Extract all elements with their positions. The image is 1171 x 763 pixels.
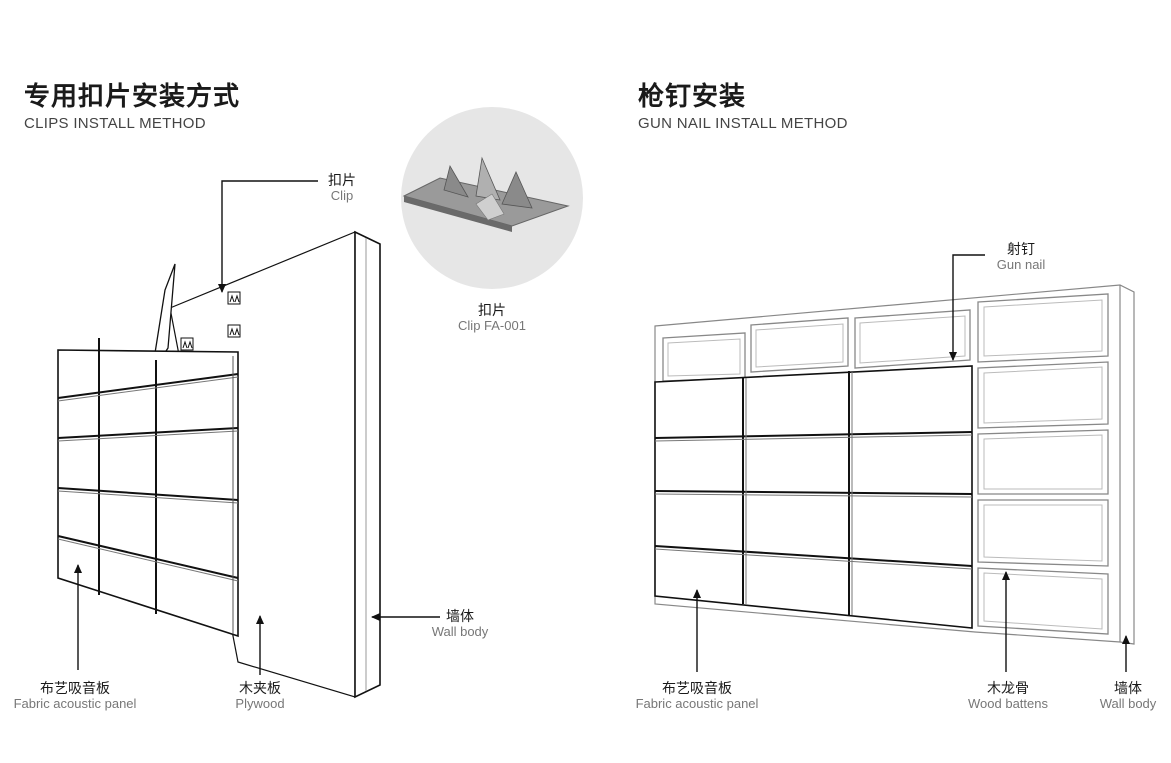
left-wall-label-en: Wall body xyxy=(431,624,489,640)
batten-inner-lines xyxy=(667,299,1103,630)
left-wall-label-zh: 墙体 xyxy=(446,609,474,625)
clip-label: 扣片 Clip xyxy=(318,173,366,204)
clip-product-label: 扣片 Clip FA-001 xyxy=(436,303,548,334)
right-wall-label-zh: 墙体 xyxy=(1114,681,1142,697)
wood-battens xyxy=(662,293,1109,635)
right-panel-label: 布艺吸音板 Fabric acoustic panel xyxy=(622,681,772,712)
left-fabric-panels xyxy=(57,338,239,638)
left-panel-label-en: Fabric acoustic panel xyxy=(13,696,137,712)
clip-label-zh: 扣片 xyxy=(328,173,356,189)
right-fabric-panels xyxy=(654,365,973,629)
plywood-label-zh: 木夹板 xyxy=(239,681,281,697)
battens-label: 木龙骨 Wood battens xyxy=(958,681,1058,712)
right-subtitle: GUN NAIL INSTALL METHOD xyxy=(638,115,848,132)
left-wall-label: 墙体 Wall body xyxy=(420,609,500,640)
plywood-label-en: Plywood xyxy=(235,696,285,712)
gun-nail-label-zh: 射钉 xyxy=(1007,242,1035,258)
arrow-icon xyxy=(74,180,440,675)
clip-product-label-zh: 扣片 xyxy=(478,303,506,319)
left-subtitle: CLIPS INSTALL METHOD xyxy=(24,115,206,132)
left-panel-label: 布艺吸音板 Fabric acoustic panel xyxy=(0,681,150,712)
left-panel-label-zh: 布艺吸音板 xyxy=(40,681,110,697)
clip-product-label-en: Clip FA-001 xyxy=(458,318,526,334)
arrow-icon xyxy=(693,254,1130,672)
battens-label-en: Wood battens xyxy=(968,696,1048,712)
right-wall-label-en: Wall body xyxy=(1099,696,1157,712)
clip-label-en: Clip xyxy=(330,188,354,204)
right-panel-label-zh: 布艺吸音板 xyxy=(662,681,732,697)
gun-nail-label: 射钉 Gun nail xyxy=(986,242,1056,273)
left-title: 专用扣片安装方式 xyxy=(24,82,241,112)
clip-product-photo xyxy=(401,107,583,289)
battens-label-zh: 木龙骨 xyxy=(987,681,1029,697)
clip-icon xyxy=(180,291,241,351)
right-panel-label-en: Fabric acoustic panel xyxy=(635,696,759,712)
right-wall-label: 墙体 Wall body xyxy=(1090,681,1166,712)
right-title: 枪钉安装 xyxy=(638,82,747,112)
gun-nail-label-en: Gun nail xyxy=(996,257,1046,273)
left-wall-body xyxy=(169,230,381,699)
plywood-label: 木夹板 Plywood xyxy=(220,681,300,712)
